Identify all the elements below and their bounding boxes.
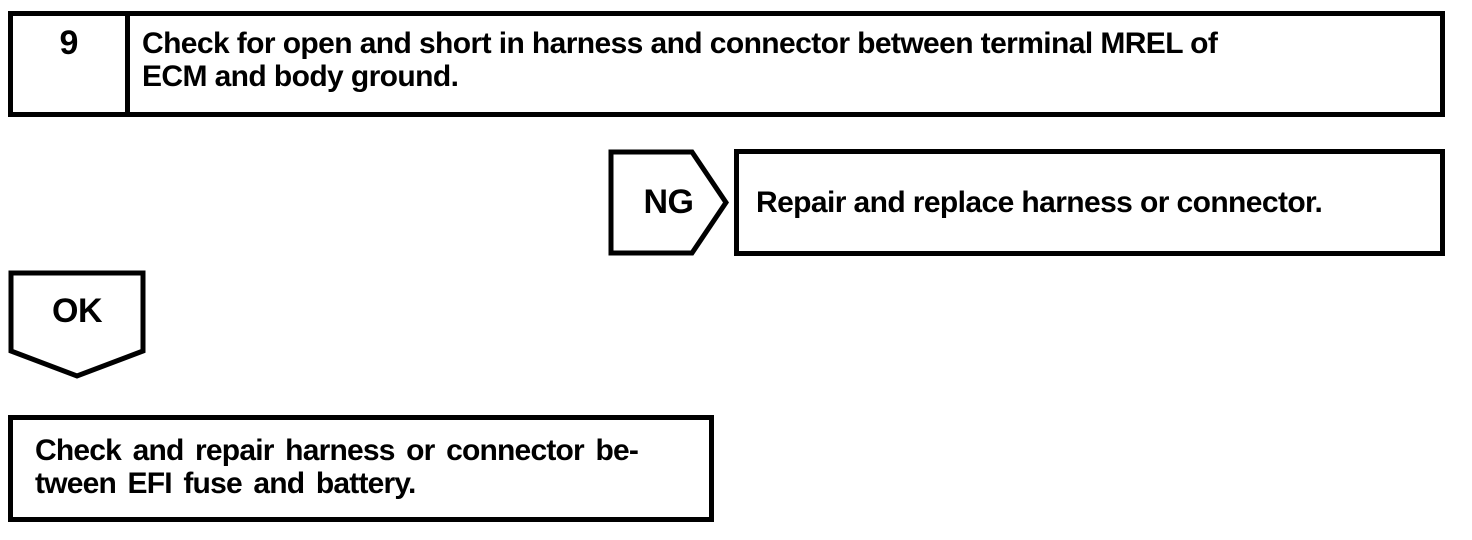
step-box: 9 Check for open and short in harness an… [8, 11, 1445, 117]
ng-label: NG [643, 183, 695, 221]
ok-label: OK [52, 291, 103, 330]
step-number-cell: 9 [13, 16, 130, 112]
ng-pentagon-icon [608, 149, 729, 256]
result-action-box: Check and repair harness or connector be… [8, 415, 714, 522]
ok-connector-shape: OK [8, 270, 146, 380]
result-action-line-1: Check and repair harness or connector be… [35, 434, 639, 467]
ng-action-box: Repair and replace harness or connector. [734, 149, 1445, 256]
step-number: 9 [59, 24, 79, 62]
step-instruction-line-2: ECM and body ground. [142, 60, 459, 93]
step-instruction: Check for open and short in harness and … [130, 16, 1227, 112]
ng-connector-shape: NG [608, 149, 729, 256]
result-action-line-2: tween EFI fuse and battery. [35, 467, 416, 500]
step-instruction-line-1: Check for open and short in harness and … [142, 27, 1218, 60]
ng-action-text: Repair and replace harness or connector. [756, 186, 1323, 219]
ok-pentagon-icon [8, 270, 146, 379]
result-action-text: Check and repair harness or connector be… [35, 434, 693, 500]
